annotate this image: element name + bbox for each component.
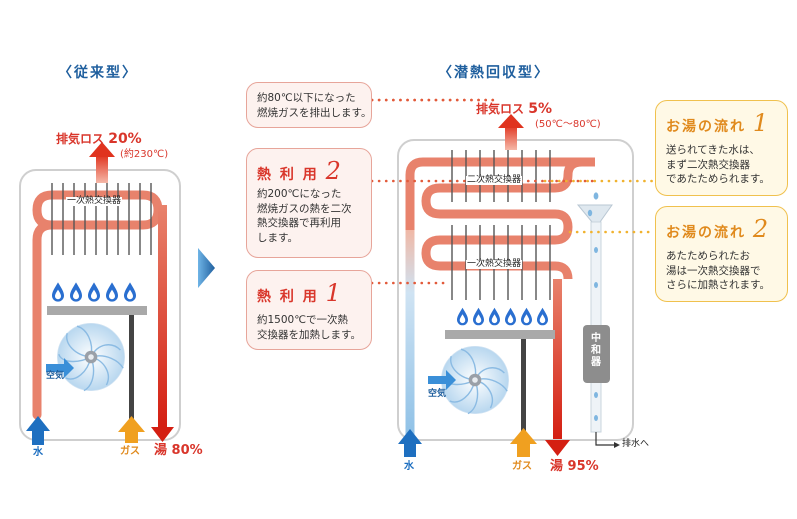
heat-use-2-title-text: 熱 利 用 bbox=[257, 167, 319, 183]
conventional-exhaust-loss: 排気ロス 20% bbox=[56, 132, 142, 146]
conventional-title: 〈従来型〉 bbox=[58, 65, 138, 81]
latent-title: 〈潜熱回収型〉 bbox=[438, 65, 550, 81]
latent-primary-exchanger-label: 一次熱交換器 bbox=[466, 259, 523, 269]
conventional-exchanger-pipe bbox=[32, 190, 163, 420]
flow-1-title: お湯の流れ 1 bbox=[666, 111, 770, 135]
latent-burner-plate bbox=[445, 330, 555, 339]
flow-2-line: 湯は一次熱交換器で bbox=[666, 264, 761, 277]
conventional-air-label: 空気 bbox=[46, 371, 65, 381]
conventional-exhaust-temp: (約230℃) bbox=[120, 149, 169, 160]
neutralizer-block bbox=[583, 325, 610, 383]
conventional-water-label: 水 bbox=[33, 447, 43, 458]
latent-air-label: 空気 bbox=[428, 389, 447, 399]
latent-exhaust-loss: 排気ロス 5% bbox=[476, 102, 552, 116]
latent-exhaust-loss-label: 排気ロス bbox=[476, 102, 525, 116]
conventional-exhaust-loss-pct: 20% bbox=[108, 131, 142, 147]
flow-2-callout: お湯の流れ 2 あたためられたお 湯は一次熱交換器で さらに加熱されます。 bbox=[655, 206, 788, 302]
conventional-burner-plate bbox=[47, 306, 147, 315]
latent-exchanger-pipe bbox=[421, 157, 595, 280]
conventional-hot-water-arrow bbox=[151, 427, 174, 442]
flow-1-line: まず二次熱交換器 bbox=[666, 158, 750, 171]
conventional-exchanger-label: 一次熱交換器 bbox=[66, 196, 123, 206]
heat-use-1-title-text: 熱 利 用 bbox=[257, 289, 319, 305]
latent-hot-water-arrow bbox=[545, 440, 570, 456]
flow-2-title-text: お湯の流れ bbox=[666, 225, 746, 241]
neutralizer-label: 中和器 bbox=[591, 333, 601, 368]
flow-2-line: さらに加熱されます。 bbox=[666, 279, 770, 291]
heat-use-1-line: 約1500℃で一次熱 bbox=[257, 314, 349, 326]
heat-use-1-number: 1 bbox=[325, 279, 343, 307]
flow-2-line: あたためられたお bbox=[666, 250, 750, 262]
drain-label: 排水へ bbox=[622, 439, 650, 449]
conventional-water-arrow bbox=[26, 416, 50, 431]
flow-1-line: であたためられます。 bbox=[666, 173, 770, 185]
conventional-fan-icon bbox=[56, 322, 126, 392]
latent-water-arrow bbox=[398, 429, 422, 444]
latent-hot-water: 湯 95% bbox=[550, 460, 599, 473]
latent-exhaust-temp: (50℃〜80℃) bbox=[535, 119, 601, 130]
conventional-gas-label: ガス bbox=[120, 446, 140, 457]
exhaust-note-callout: 約80℃以下になった 燃焼ガスを排出します。 bbox=[246, 82, 372, 128]
heat-use-2-line: 約200℃になった bbox=[257, 188, 342, 200]
flow-1-title-text: お湯の流れ bbox=[666, 119, 746, 135]
heat-use-2-callout: 熱 利 用 2 約200℃になった 燃焼ガスの熱を二次 熱交換器で再利用 します… bbox=[246, 148, 372, 258]
conventional-gas-arrow bbox=[118, 416, 145, 432]
heat-use-2-number: 2 bbox=[325, 157, 343, 185]
heat-use-1-callout: 熱 利 用 1 約1500℃で一次熱 交換器を加熱します。 bbox=[246, 270, 372, 350]
latent-water-label: 水 bbox=[404, 461, 414, 472]
heat-use-2-title: 熱 利 用 2 bbox=[257, 159, 343, 183]
conventional-hot-water-pct: 80% bbox=[171, 443, 203, 458]
water-drop-icon bbox=[587, 192, 599, 421]
conventional-hot-water-label: 湯 bbox=[154, 443, 168, 458]
conventional-exhaust-arrow bbox=[89, 142, 115, 157]
conventional-exhaust-loss-label: 排気ロス bbox=[56, 132, 105, 146]
heat-use-2-line: します。 bbox=[257, 231, 298, 244]
conventional-hot-water: 湯 80% bbox=[154, 444, 203, 457]
exhaust-note-line: 燃焼ガスを排出します。 bbox=[257, 106, 372, 119]
flow-1-callout: お湯の流れ 1 送られてきた水は、 まず二次熱交換器 であたためられます。 bbox=[655, 100, 788, 196]
heat-use-1-line: 交換器を加熱します。 bbox=[257, 328, 361, 341]
latent-exhaust-loss-pct: 5% bbox=[528, 101, 552, 117]
latent-exhaust-arrow bbox=[498, 114, 524, 128]
flow-2-number: 2 bbox=[752, 215, 771, 243]
latent-gas-arrow bbox=[510, 428, 537, 444]
latent-hot-water-label: 湯 bbox=[550, 459, 564, 474]
heat-use-2-line: 熱交換器で再利用 bbox=[257, 217, 341, 229]
heat-use-1-title: 熱 利 用 1 bbox=[257, 281, 343, 305]
flow-1-line: 送られてきた水は、 bbox=[666, 144, 760, 156]
latent-hot-water-pct: 95% bbox=[567, 459, 599, 474]
latent-secondary-exchanger-label: 二次熱交換器 bbox=[466, 175, 523, 185]
flow-2-title: お湯の流れ 2 bbox=[666, 217, 770, 241]
exhaust-note-line: 約80℃以下になった bbox=[257, 92, 356, 104]
heat-use-2-line: 燃焼ガスの熱を二次 bbox=[257, 202, 352, 215]
conventional-exchanger-fins bbox=[51, 183, 152, 255]
flow-1-number: 1 bbox=[752, 109, 771, 137]
latent-gas-label: ガス bbox=[512, 461, 532, 472]
